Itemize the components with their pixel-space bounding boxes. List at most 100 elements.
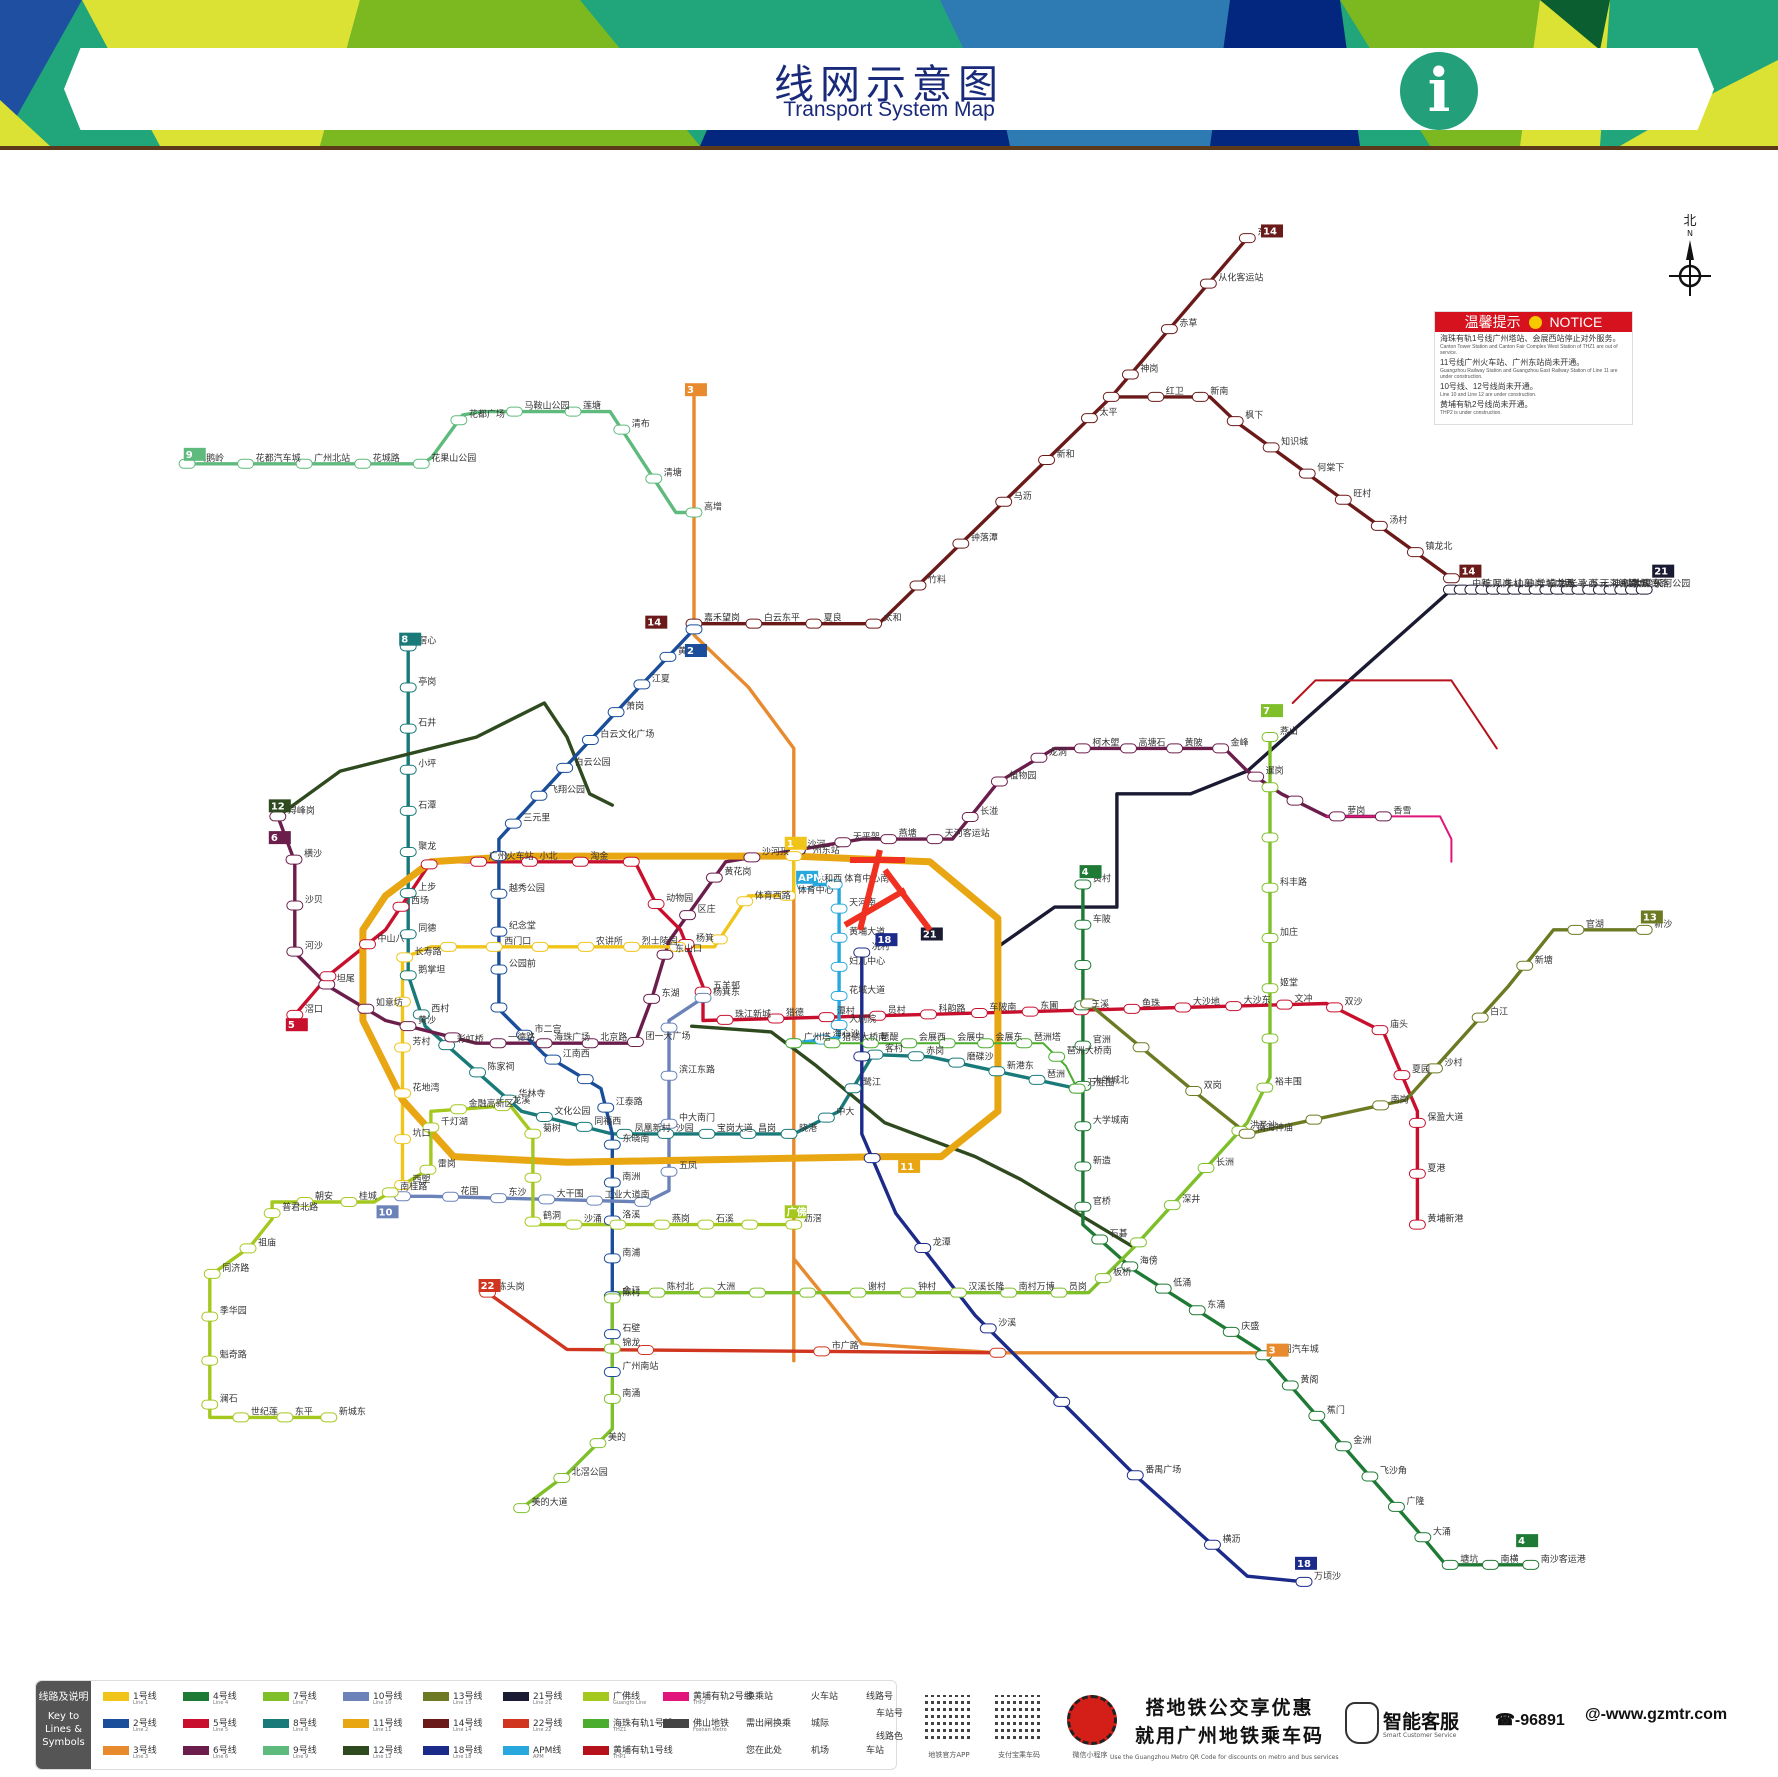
station-marker[interactable]: [396, 952, 414, 963]
station-marker[interactable]: [710, 934, 728, 945]
station-marker[interactable]: [834, 837, 852, 848]
station-marker[interactable]: [504, 818, 522, 829]
station-marker[interactable]: [354, 458, 372, 469]
station-marker[interactable]: [422, 1122, 440, 1133]
station-marker[interactable]: [938, 1038, 956, 1049]
station-marker[interactable]: [490, 964, 508, 975]
station-marker[interactable]: [577, 941, 595, 952]
station-marker[interactable]: [1414, 1532, 1432, 1543]
station-marker[interactable]: [977, 1038, 995, 1049]
station-marker[interactable]: [493, 1101, 511, 1112]
station-marker[interactable]: [201, 1311, 219, 1322]
station-marker[interactable]: [232, 1412, 250, 1423]
station-marker[interactable]: [825, 879, 843, 890]
station-marker[interactable]: [1522, 1559, 1540, 1570]
station-marker[interactable]: [603, 1253, 621, 1264]
station-marker[interactable]: [1408, 1168, 1426, 1179]
station-marker[interactable]: [657, 1128, 675, 1139]
station-marker[interactable]: [1174, 1002, 1192, 1013]
station-marker[interactable]: [698, 1287, 716, 1298]
station-marker[interactable]: [581, 735, 599, 746]
station-marker[interactable]: [970, 1007, 988, 1018]
station-marker[interactable]: [394, 996, 412, 1007]
station-marker[interactable]: [442, 1191, 460, 1202]
station-marker[interactable]: [745, 618, 763, 629]
station-marker[interactable]: [444, 1032, 462, 1043]
station-marker[interactable]: [1121, 1261, 1139, 1272]
station-marker[interactable]: [1073, 743, 1091, 754]
station-marker[interactable]: [201, 1355, 219, 1366]
station-marker[interactable]: [201, 1399, 219, 1410]
station-marker[interactable]: [358, 939, 376, 950]
station-marker[interactable]: [1080, 413, 1098, 424]
station-marker[interactable]: [1372, 1100, 1390, 1111]
station-marker[interactable]: [1406, 547, 1424, 558]
station-marker[interactable]: [622, 856, 640, 867]
station-marker[interactable]: [530, 790, 548, 801]
station-marker[interactable]: [780, 1128, 798, 1139]
station-marker[interactable]: [660, 1118, 678, 1129]
station-marker[interactable]: [263, 1208, 281, 1219]
station-marker[interactable]: [1225, 1001, 1243, 1012]
station-marker[interactable]: [653, 1219, 671, 1230]
station-marker[interactable]: [1276, 999, 1294, 1010]
station-marker[interactable]: [1334, 1441, 1352, 1452]
station-marker[interactable]: [276, 1412, 294, 1423]
station-marker[interactable]: [861, 1038, 879, 1049]
station-marker[interactable]: [603, 1293, 621, 1304]
station-marker[interactable]: [538, 1194, 556, 1205]
station-marker[interactable]: [736, 896, 754, 907]
station-marker[interactable]: [490, 1193, 508, 1204]
station-marker[interactable]: [669, 941, 687, 952]
station-marker[interactable]: [805, 618, 823, 629]
station-marker[interactable]: [1123, 1003, 1141, 1014]
station-marker[interactable]: [767, 1013, 785, 1024]
station-marker[interactable]: [1188, 1305, 1206, 1316]
station-marker[interactable]: [394, 1042, 412, 1053]
station-marker[interactable]: [1129, 1237, 1147, 1248]
station-marker[interactable]: [779, 890, 797, 901]
station-marker[interactable]: [1261, 983, 1279, 994]
station-marker[interactable]: [412, 458, 430, 469]
station-marker[interactable]: [505, 406, 523, 417]
station-marker[interactable]: [1471, 1012, 1489, 1023]
station-marker[interactable]: [1068, 1083, 1086, 1094]
station-marker[interactable]: [1262, 442, 1280, 453]
station-marker[interactable]: [952, 538, 970, 549]
station-marker[interactable]: [295, 458, 313, 469]
station-marker[interactable]: [623, 941, 641, 952]
station-marker[interactable]: [853, 1051, 871, 1062]
station-marker[interactable]: [1408, 1117, 1426, 1128]
station-marker[interactable]: [439, 941, 457, 952]
station-marker[interactable]: [818, 1012, 836, 1023]
station-marker[interactable]: [961, 811, 979, 822]
station-marker[interactable]: [544, 1054, 562, 1065]
station-marker[interactable]: [1074, 960, 1092, 971]
station-marker[interactable]: [286, 1009, 304, 1020]
station-marker[interactable]: [269, 811, 287, 822]
station-marker[interactable]: [645, 473, 663, 484]
station-marker[interactable]: [1371, 1025, 1389, 1036]
station-marker[interactable]: [524, 1216, 542, 1227]
station-marker[interactable]: [830, 1020, 848, 1031]
station-marker[interactable]: [1238, 1128, 1256, 1139]
station-marker[interactable]: [659, 651, 677, 662]
station-marker[interactable]: [643, 993, 661, 1004]
station-marker[interactable]: [1091, 1234, 1109, 1245]
station-marker[interactable]: [419, 1164, 437, 1175]
station-marker[interactable]: [698, 1128, 716, 1139]
station-marker[interactable]: [613, 424, 631, 435]
station-marker[interactable]: [489, 1038, 507, 1049]
station-marker[interactable]: [603, 1329, 621, 1340]
station-marker[interactable]: [603, 1343, 621, 1354]
station-marker[interactable]: [399, 682, 417, 693]
station-marker[interactable]: [381, 1187, 399, 1198]
station-marker[interactable]: [1516, 960, 1534, 971]
station-marker[interactable]: [909, 580, 927, 591]
station-marker[interactable]: [1635, 584, 1653, 595]
station-marker[interactable]: [1374, 811, 1392, 822]
station-marker[interactable]: [394, 1088, 412, 1099]
station-marker[interactable]: [1191, 391, 1209, 402]
station-marker[interactable]: [634, 1196, 652, 1207]
station-marker[interactable]: [399, 929, 417, 940]
